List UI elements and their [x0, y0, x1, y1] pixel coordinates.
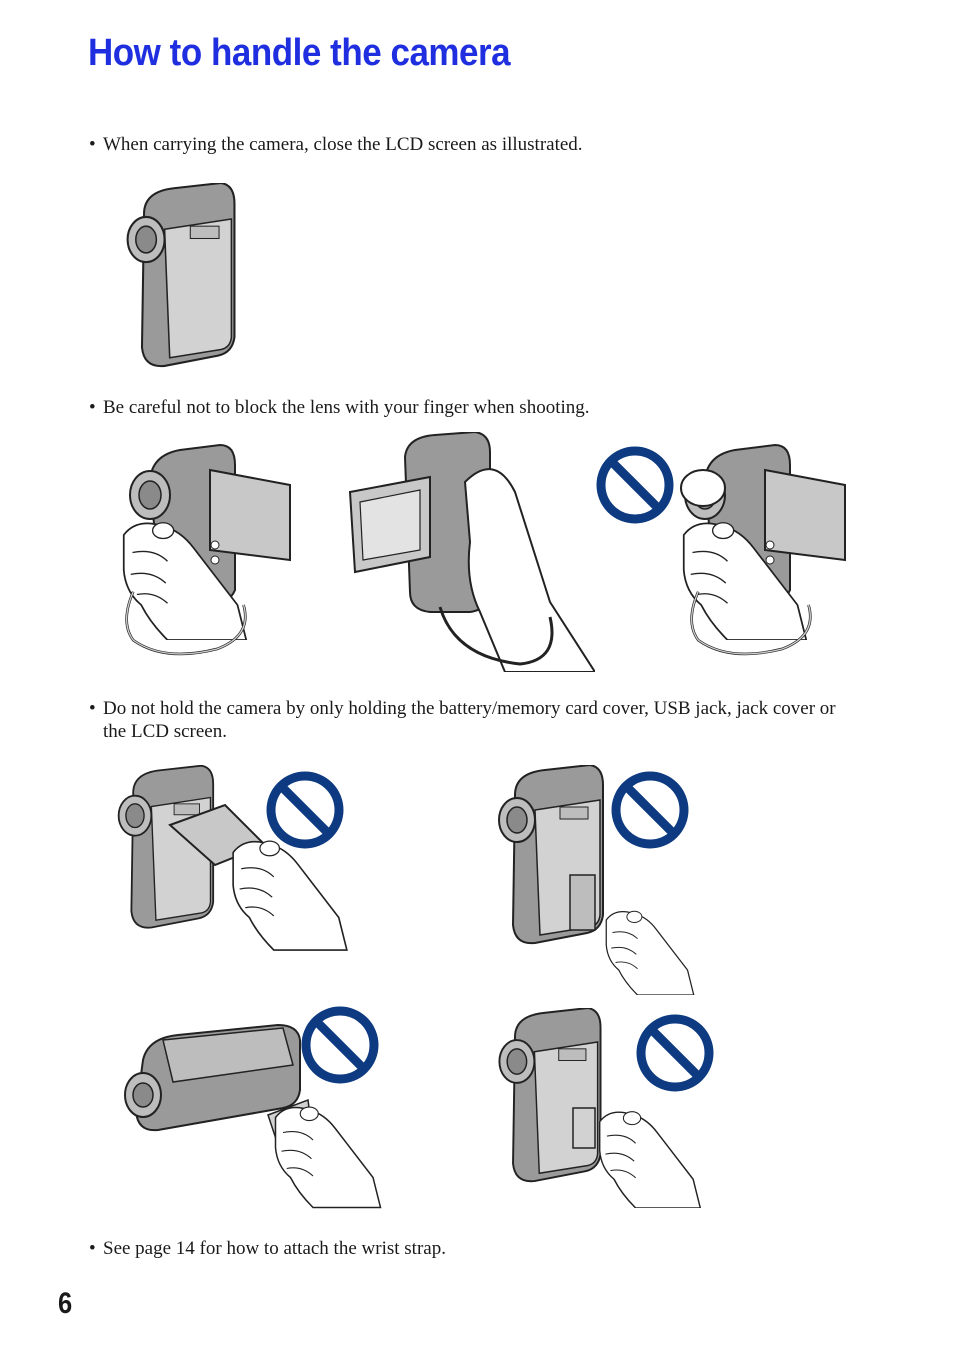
hand-holding-lcd-icon: [117, 765, 348, 951]
page-title: How to handle the camera: [88, 32, 511, 74]
bullet-text: Do not hold the camera by only holding t…: [103, 698, 836, 742]
bullet-marker: •: [89, 1238, 96, 1259]
page-number: 6: [58, 1287, 73, 1320]
bullet-marker: •: [89, 698, 96, 719]
bullet-lens: • Be careful not to block the lens with …: [89, 396, 859, 419]
bullet-wrist-strap: • See page 14 for how to attach the wris…: [89, 1237, 859, 1260]
bullet-text: When carrying the camera, close the LCD …: [103, 134, 583, 155]
hand-holding-battery-cover-icon: [124, 1005, 382, 1209]
hand-holding-camera-icon: [348, 432, 595, 672]
bullet-marker: •: [89, 397, 96, 418]
hand-holding-usb-icon: [498, 765, 695, 995]
bullet-text: Be careful not to block the lens with yo…: [103, 397, 590, 418]
bullet-do-not-hold: • Do not hold the camera by only holding…: [89, 697, 859, 743]
bullet-text: See page 14 for how to attach the wrist …: [103, 1238, 446, 1259]
finger-over-lens-icon: [595, 444, 846, 656]
hand-holding-camera-icon: [122, 444, 291, 656]
bullet-marker: •: [89, 134, 96, 155]
camera-closed-icon: [120, 183, 240, 368]
bullet-carrying: • When carrying the camera, close the LC…: [89, 133, 859, 156]
hand-holding-jack-cover-icon: [498, 1008, 725, 1208]
